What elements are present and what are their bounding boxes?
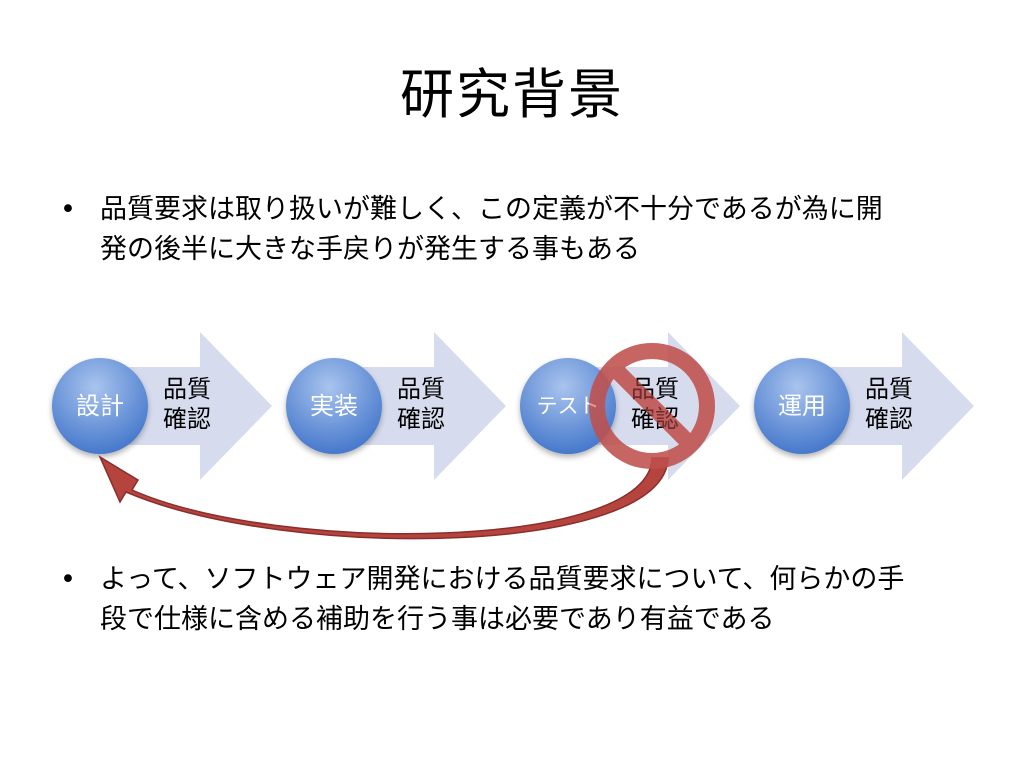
bullet-line: 発の後半に大きな手戻りが発生する事もある <box>100 234 640 265</box>
slide-title: 研究背景 <box>400 63 624 126</box>
quality-check-line: 品質 <box>865 375 913 403</box>
bullet-line: 品質要求は取り扱いが難しく、この定義が不十分であるが為に開 <box>100 194 883 225</box>
phase-label: 運用 <box>778 392 826 420</box>
quality-check-label: 品質 確認 <box>376 374 466 434</box>
phase-circle <box>52 358 148 454</box>
quality-check-label: 品質 確認 <box>610 374 700 434</box>
process-arrow-shape <box>100 332 272 480</box>
quality-check-line: 確認 <box>631 405 679 433</box>
bullet-text: よって、ソフトウェア開発における品質要求について、何らかの手 段で仕様に含める補… <box>100 560 960 640</box>
phase-circle <box>754 358 850 454</box>
phase-label: 設計 <box>76 392 124 420</box>
quality-check-line: 確認 <box>163 405 211 433</box>
bullet-2: • よって、ソフトウェア開発における品質要求について、何らかの手 段で仕様に含め… <box>60 560 960 650</box>
quality-check-line: 確認 <box>397 405 445 433</box>
quality-check-line: 確認 <box>865 405 913 433</box>
process-arrow-shape <box>334 332 506 480</box>
bullet-line: よって、ソフトウェア開発における品質要求について、何らかの手 <box>100 564 905 595</box>
quality-check-label: 品質 確認 <box>844 374 934 434</box>
phase-circle <box>286 358 382 454</box>
bullet-text: 品質要求は取り扱いが難しく、この定義が不十分であるが為に開 発の後半に大きな手戻… <box>100 190 960 270</box>
process-diagram: 設計 実装 テスト 運用 品質 確認 品質 確認 品質 確認 品質 確認 <box>0 320 1024 550</box>
bullet-dot: • <box>60 194 76 225</box>
quality-check-line: 品質 <box>397 375 445 403</box>
bullet-1: • 品質要求は取り扱いが難しく、この定義が不十分であるが為に開 発の後半に大きな… <box>60 190 960 280</box>
quality-check-line: 品質 <box>163 375 211 403</box>
process-diagram-graphics <box>52 332 974 540</box>
process-arrow-shape <box>802 332 974 480</box>
quality-check-label: 品質 確認 <box>142 374 232 434</box>
phase-label: テスト <box>536 394 600 418</box>
phase-label: 実装 <box>310 392 358 420</box>
rework-arrow <box>98 455 669 540</box>
bullet-dot: • <box>60 564 76 595</box>
quality-check-line: 品質 <box>631 375 679 403</box>
bullet-line: 段で仕様に含める補助を行う事は必要であり有益である <box>100 604 775 635</box>
